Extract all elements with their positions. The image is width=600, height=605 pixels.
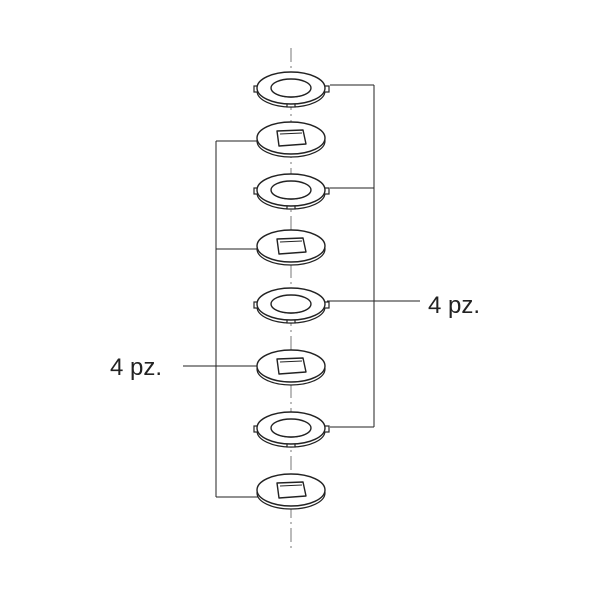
square-hole-washer: [256, 121, 326, 158]
square-hole-washer: [256, 473, 326, 510]
tabbed-disc: [253, 71, 330, 108]
parts-stack: [253, 71, 330, 510]
tabbed-disc: [253, 173, 330, 210]
square-hole-washer: [256, 229, 326, 266]
right-quantity-label: 4 pz.: [428, 292, 481, 319]
left-bracket: [183, 140, 258, 498]
right-bracket: [327, 84, 420, 428]
square-hole-washer: [256, 349, 326, 386]
tabbed-disc: [253, 287, 330, 324]
left-quantity-label: 4 pz.: [110, 354, 163, 381]
tabbed-disc: [253, 411, 330, 448]
